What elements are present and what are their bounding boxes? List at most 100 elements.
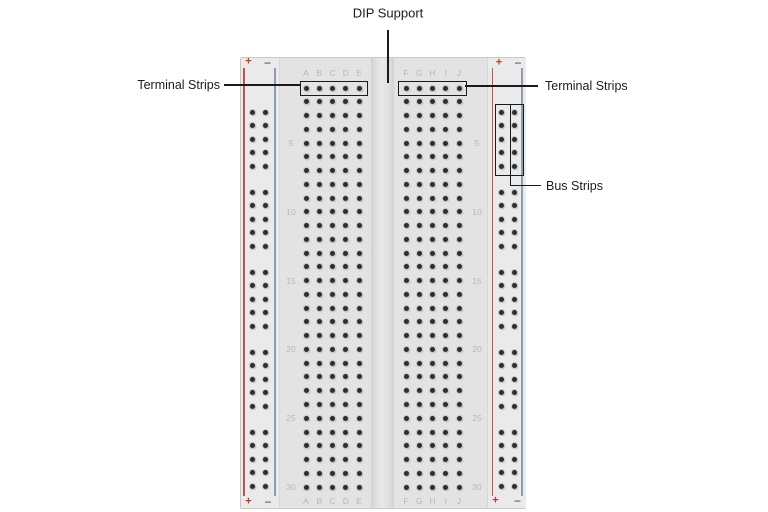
breadboard-hole xyxy=(343,236,349,242)
breadboard-hole xyxy=(456,250,462,256)
bus-strips-leader-line-horizontal xyxy=(509,184,542,187)
breadboard-hole xyxy=(316,181,322,187)
rail-hole xyxy=(511,136,517,142)
breadboard-hole xyxy=(403,126,409,132)
terminal-strips-highlight-box-left xyxy=(300,80,368,96)
breadboard-hole xyxy=(430,195,435,201)
rail-hole xyxy=(498,283,504,288)
breadboard-hole xyxy=(416,443,422,449)
rail-hole xyxy=(263,136,268,142)
breadboard-hole xyxy=(430,484,435,490)
breadboard-hole xyxy=(330,278,335,284)
breadboard-hole xyxy=(356,305,362,311)
right-positive-rail-line xyxy=(491,68,493,496)
breadboard-hole xyxy=(343,250,349,256)
breadboard-hole xyxy=(403,113,409,119)
rail-hole xyxy=(250,269,255,275)
breadboard-hole xyxy=(403,457,409,463)
rail-hole xyxy=(498,269,504,275)
breadboard-hole xyxy=(316,195,322,201)
breadboard-hole xyxy=(430,154,435,160)
breadboard-hole xyxy=(303,443,309,449)
breadboard-hole xyxy=(430,374,435,380)
row-number: 30 xyxy=(286,481,296,492)
breadboard-hole xyxy=(456,113,462,119)
breadboard-hole xyxy=(416,195,422,201)
breadboard-hole xyxy=(456,360,462,366)
breadboard-hole xyxy=(416,360,422,366)
rail-hole xyxy=(498,403,504,409)
breadboard-hole xyxy=(456,195,462,201)
breadboard-hole xyxy=(343,401,349,407)
breadboard-hole xyxy=(356,181,362,187)
rail-hole xyxy=(263,109,268,115)
breadboard-hole xyxy=(316,223,322,229)
breadboard-hole xyxy=(343,457,349,463)
rail-hole xyxy=(498,390,504,395)
breadboard-hole xyxy=(356,291,362,297)
breadboard-hole xyxy=(403,415,409,421)
breadboard-hole xyxy=(416,305,422,311)
breadboard-hole xyxy=(456,126,462,132)
breadboard-hole xyxy=(356,264,362,270)
rail-hole xyxy=(263,470,268,475)
breadboard-hole xyxy=(330,305,335,311)
column-letter: G xyxy=(415,67,423,78)
breadboard-hole xyxy=(303,374,309,380)
dip-support-label: DIP Support xyxy=(352,5,424,21)
breadboard-hole xyxy=(316,154,322,160)
breadboard-hole xyxy=(343,291,349,297)
breadboard-hole xyxy=(430,333,435,339)
breadboard-hole xyxy=(303,360,309,366)
breadboard-hole xyxy=(343,154,349,160)
rail-hole xyxy=(498,163,504,169)
breadboard-hole xyxy=(316,457,322,463)
breadboard-hole xyxy=(456,154,462,160)
rail-hole xyxy=(250,109,255,115)
breadboard-hole xyxy=(343,140,349,146)
right-negative-rail-line xyxy=(521,68,523,496)
breadboard-hole xyxy=(403,250,409,256)
breadboard-hole xyxy=(443,401,449,407)
breadboard-hole xyxy=(303,470,309,476)
breadboard-hole xyxy=(416,154,422,160)
rail-hole xyxy=(511,443,517,448)
breadboard-hole xyxy=(403,195,409,201)
breadboard-hole xyxy=(416,333,422,339)
breadboard-hole xyxy=(330,291,335,297)
row-number: 15 xyxy=(472,275,482,286)
rail-plus-marker: + xyxy=(492,494,499,507)
breadboard-hole xyxy=(403,85,409,91)
breadboard-hole xyxy=(303,319,309,325)
breadboard-hole xyxy=(316,415,322,421)
breadboard-hole xyxy=(403,401,409,407)
breadboard-hole xyxy=(330,154,335,160)
breadboard-hole xyxy=(330,457,335,463)
breadboard-hole xyxy=(443,305,449,311)
breadboard-hole xyxy=(343,333,349,339)
rail-hole xyxy=(511,189,517,195)
rail-hole xyxy=(498,136,504,142)
breadboard-hole xyxy=(343,126,349,132)
breadboard-hole xyxy=(403,360,409,366)
rail-hole xyxy=(250,483,255,489)
left-negative-rail-line xyxy=(273,68,276,496)
breadboard-hole xyxy=(356,99,362,105)
rail-hole xyxy=(511,283,517,288)
bus-strips-label: Bus Strips xyxy=(546,178,603,193)
breadboard-hole xyxy=(343,168,349,174)
breadboard-hole xyxy=(356,388,362,394)
breadboard-hole xyxy=(416,140,422,146)
rail-hole xyxy=(250,283,255,288)
breadboard-hole xyxy=(330,443,335,449)
breadboard-hole xyxy=(343,99,349,105)
rail-hole xyxy=(263,323,268,329)
breadboard-hole xyxy=(403,264,409,270)
breadboard-hole xyxy=(330,484,335,490)
breadboard-hole xyxy=(330,374,335,380)
breadboard-hole xyxy=(403,140,409,146)
rail-hole xyxy=(250,296,255,302)
breadboard-hole xyxy=(456,346,462,352)
rail-hole xyxy=(250,429,255,435)
breadboard-hole xyxy=(416,415,422,421)
